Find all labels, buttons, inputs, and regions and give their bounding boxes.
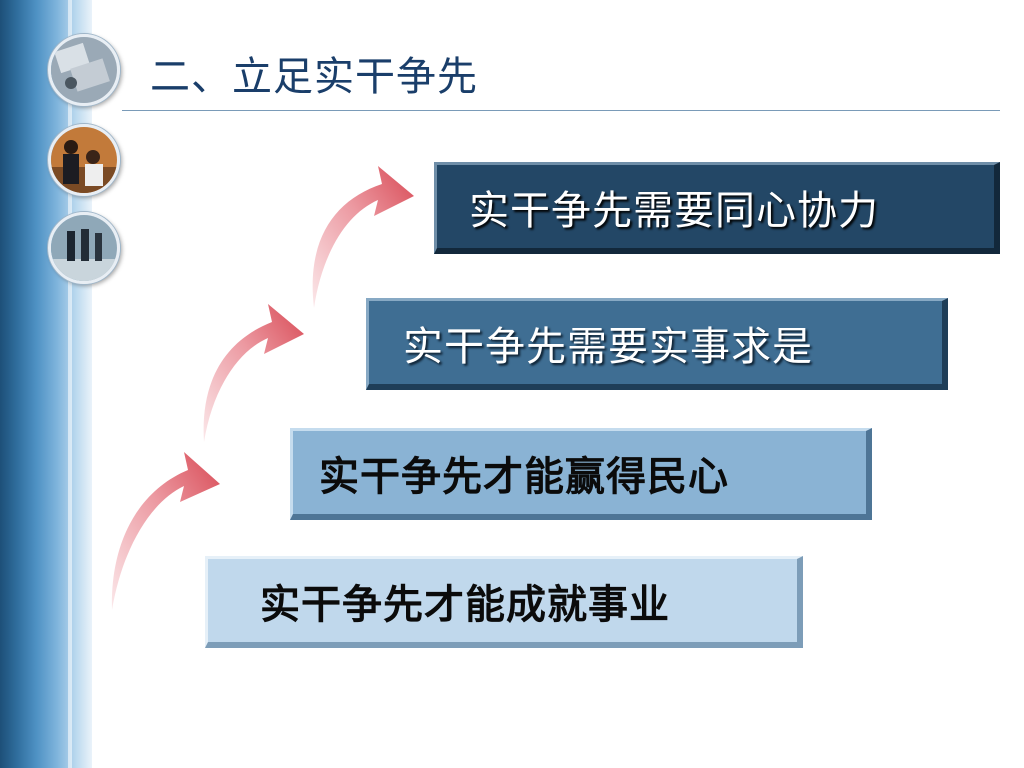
photo-thumbnail-businesspeople (48, 124, 120, 196)
title-divider (122, 110, 1000, 111)
page-title: 二、立足实干争先 (150, 54, 478, 100)
arrow-step-2 (203, 304, 304, 442)
step-box-pragmatism: 实干争先需要实事求是 (366, 298, 948, 390)
step-box-public-trust: 实干争先才能赢得民心 (290, 428, 872, 520)
arrow-step-1 (111, 452, 220, 610)
photo-thumbnail-walking (48, 212, 120, 284)
arrow-step-3 (312, 166, 414, 308)
photo-thumbnail-office (48, 34, 120, 106)
step-box-unity: 实干争先需要同心协力 (434, 162, 1000, 254)
step-box-achievement: 实干争先才能成就事业 (205, 556, 803, 648)
